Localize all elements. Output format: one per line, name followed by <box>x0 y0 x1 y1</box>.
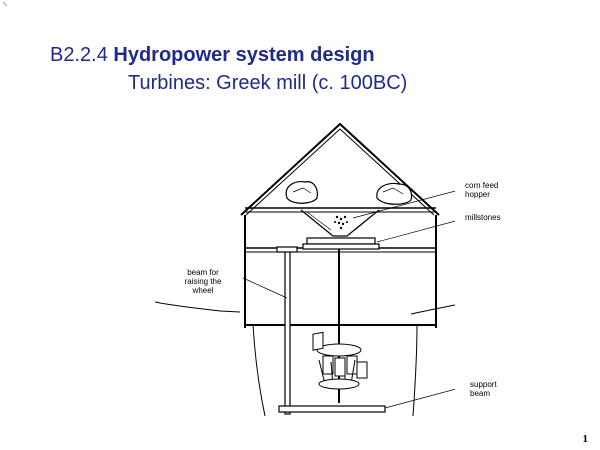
label-line: corn feed <box>465 181 499 190</box>
ground-line-right <box>410 304 455 315</box>
greek-mill-diagram <box>155 122 455 417</box>
hopper-shading <box>306 211 376 231</box>
label-line: hopper <box>465 190 490 199</box>
slide-title: B2.2.4 Hydropower system design <box>50 44 375 67</box>
leader-millstones <box>376 220 455 243</box>
section-number: B2.2.4 <box>50 44 108 66</box>
grain-dots <box>334 215 348 230</box>
grain-sack-right <box>376 182 413 205</box>
leader-corn <box>352 190 455 219</box>
label-support-beam: support beam <box>470 380 497 398</box>
pit-wall-left <box>252 323 266 417</box>
upper-millstone <box>306 237 376 245</box>
label-line: support <box>470 380 497 389</box>
slide-subtitle: Turbines: Greek mill (c. 100BC) <box>128 72 408 94</box>
lifting-beam <box>284 250 291 415</box>
label-line: millstones <box>465 213 501 222</box>
lifting-beam-head <box>276 246 298 253</box>
title-heading: Hydropower system design <box>113 44 375 66</box>
label-millstones: millstones <box>465 213 501 222</box>
leader-support <box>384 388 455 409</box>
label-line: beam <box>470 389 491 398</box>
leader-beam <box>242 277 288 299</box>
label-line: wheel <box>192 286 214 295</box>
label-line: raising the <box>184 277 222 286</box>
label-beam-for-raising-wheel: beam for raising the wheel <box>178 268 228 295</box>
label-line: beam for <box>187 268 219 277</box>
ground-line-left <box>155 301 241 313</box>
page-number: 1 <box>582 433 589 445</box>
lower-millstone <box>302 243 380 250</box>
roof <box>240 122 440 216</box>
corner-mark-icon <box>3 2 7 6</box>
label-corn-feed-hopper: corn feed hopper <box>465 181 498 199</box>
grain-sack-left <box>285 181 318 204</box>
pit-wall-right <box>412 323 418 417</box>
support-beam <box>278 405 386 413</box>
water-wheel <box>312 331 368 390</box>
